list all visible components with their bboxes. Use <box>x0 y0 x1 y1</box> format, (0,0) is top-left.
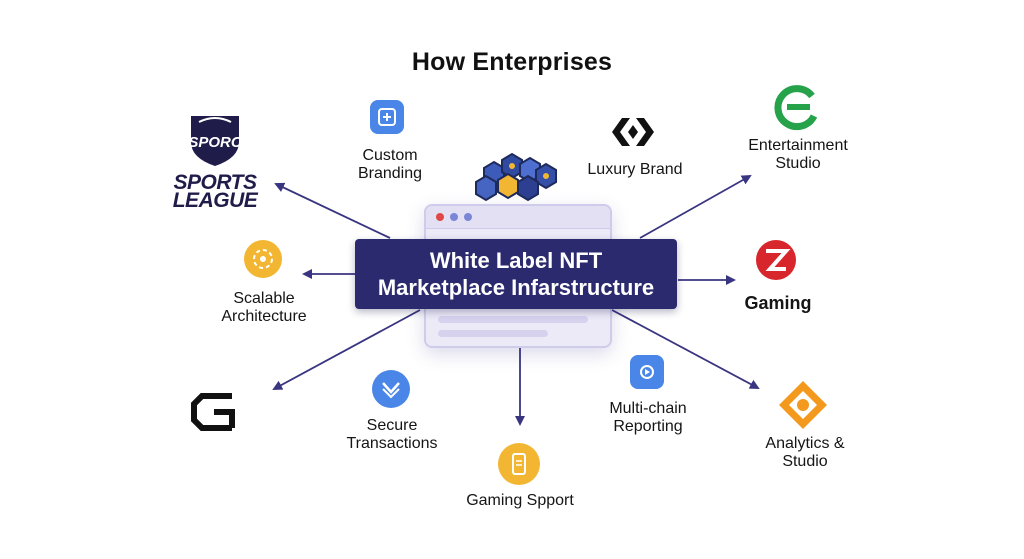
custom-branding-line1: Custom <box>362 147 418 164</box>
multichain-reporting-label: Multi-chain Reporting <box>592 400 704 436</box>
diamond-logo <box>779 381 827 429</box>
window-dot-blue <box>450 213 458 221</box>
center-title-line1: White Label NFT <box>429 248 603 273</box>
gaming-support-label: Gaming Spport <box>466 492 574 509</box>
phone-icon <box>498 443 540 485</box>
secure-line1: Secure <box>366 417 418 434</box>
gaming-label: Gaming <box>744 293 812 313</box>
geometric-logo <box>612 118 654 146</box>
analytics-line2: Studio <box>782 453 828 470</box>
content-line <box>438 316 588 323</box>
tag-icon <box>370 100 404 134</box>
scalable-line2: Architecture <box>221 308 307 325</box>
arrow-to-sports-league <box>274 182 391 239</box>
browser-title-bar <box>426 206 610 229</box>
entertainment-studio-label: Entertainment Studio <box>735 137 861 173</box>
camera-icon <box>630 355 664 389</box>
custom-branding-label: Custom Branding <box>340 147 440 183</box>
shield-logo: SPORC <box>188 116 243 166</box>
sports-label-line2: LEAGUE <box>172 189 258 212</box>
scalable-line1: Scalable <box>233 290 295 307</box>
entertainment-line2: Studio <box>775 155 821 172</box>
sports-logo-text: SPORC <box>188 134 243 151</box>
luxury-brand-label: Luxury Brand <box>587 161 683 178</box>
multichain-line2: Reporting <box>613 418 683 435</box>
entertainment-line1: Entertainment <box>748 137 848 154</box>
sports-label-line1: SPORTS <box>173 171 257 194</box>
multichain-line1: Multi-chain <box>609 400 687 417</box>
content-line <box>438 330 548 337</box>
window-dot-red <box>436 213 444 221</box>
sports-league-label: SPORTS LEAGUE <box>170 171 260 212</box>
page-title: How Enterprises <box>411 48 613 76</box>
center-title: White Label NFT Marketplace Infarstructu… <box>355 239 677 309</box>
arrow-to-entertainment <box>639 175 752 239</box>
window-dot-blue <box>464 213 472 221</box>
check-shield-icon <box>372 370 410 408</box>
hexagon-cluster-icon <box>475 152 557 202</box>
center-title-line2: Marketplace Infarstructure <box>377 275 655 300</box>
analytics-studio-label: Analytics & Studio <box>745 435 865 471</box>
scalable-architecture-label: Scalable Architecture <box>208 290 320 326</box>
custom-branding-line2: Branding <box>357 165 423 182</box>
secure-line2: Transactions <box>346 435 438 452</box>
cg-logo <box>191 393 235 431</box>
analytics-line1: Analytics & <box>765 435 845 452</box>
network-icon <box>244 240 282 278</box>
z-logo <box>756 240 796 280</box>
secure-transactions-label: Secure Transactions <box>332 417 452 453</box>
e-logo <box>774 85 818 131</box>
